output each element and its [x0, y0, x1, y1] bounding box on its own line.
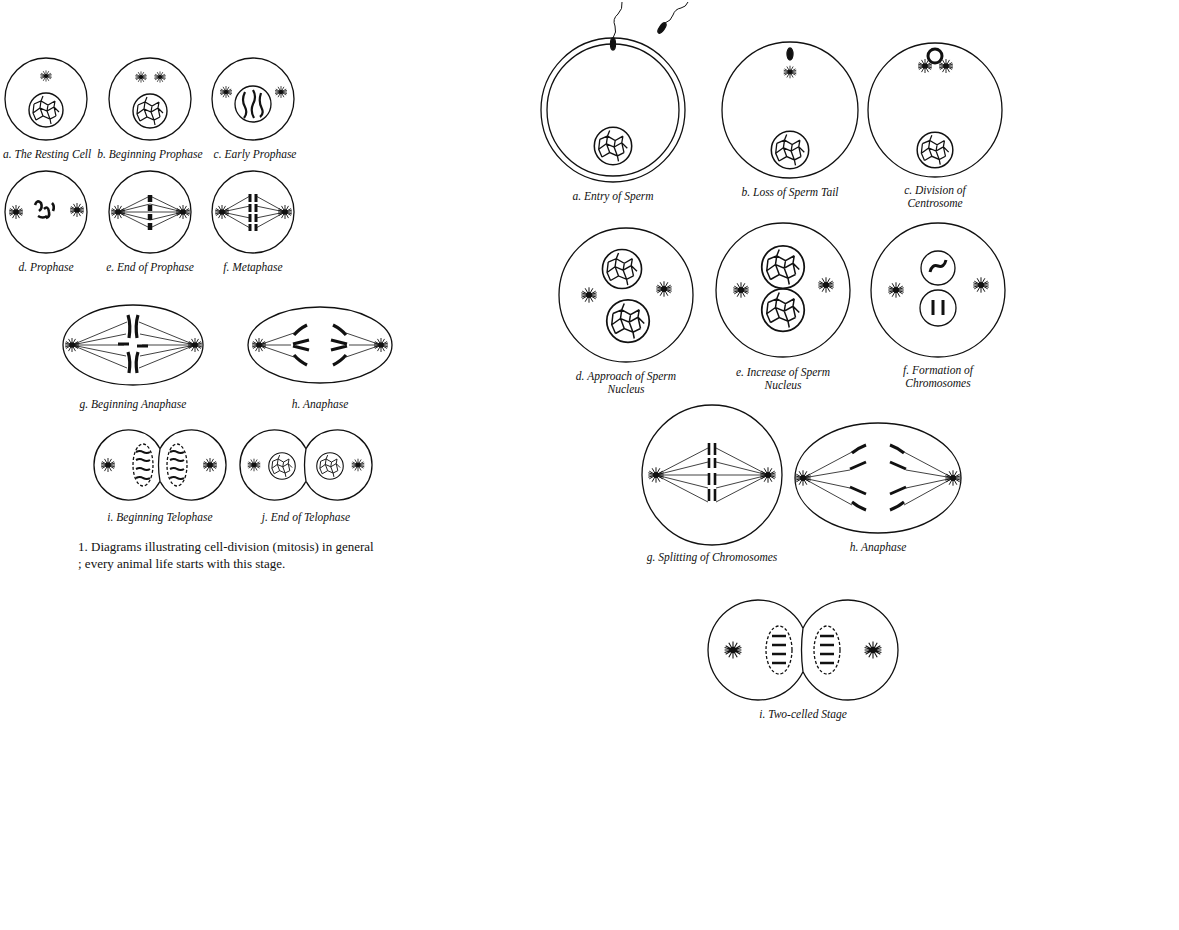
stage-label: c. Division of Centrosome	[889, 184, 981, 210]
stage-label: c. Early Prophase	[214, 148, 297, 161]
stage-label: e. Increase of Sperm Nucleus	[727, 366, 839, 392]
figure-caption: 1. Diagrams illustrating cell-division (…	[78, 538, 378, 572]
stage-label: g. Splitting of Chromosomes	[647, 551, 778, 564]
stage-label: h. Anaphase	[292, 398, 349, 411]
stage-label: b. Loss of Sperm Tail	[741, 186, 838, 199]
stage-label: d. Approach of Sperm Nucleus	[570, 370, 682, 396]
stage-label: g. Beginning Anaphase	[80, 398, 187, 411]
stage-label: h. Anaphase	[850, 541, 907, 554]
stage-label: j. End of Telophase	[262, 511, 350, 524]
stage-label: f. Metaphase	[223, 261, 282, 274]
stage-label: d. Prophase	[18, 261, 73, 274]
stage-label: i. Two-celled Stage	[759, 708, 847, 721]
stage-label: a. Entry of Sperm	[572, 190, 653, 203]
stage-label: e. End of Prophase	[106, 261, 194, 274]
stage-label: i. Beginning Telophase	[107, 511, 212, 524]
stage-label: a. The Resting Cell	[3, 148, 91, 161]
stage-label: b. Beginning Prophase	[97, 148, 202, 161]
stage-label: f. Formation of Chromosomes	[886, 364, 990, 390]
